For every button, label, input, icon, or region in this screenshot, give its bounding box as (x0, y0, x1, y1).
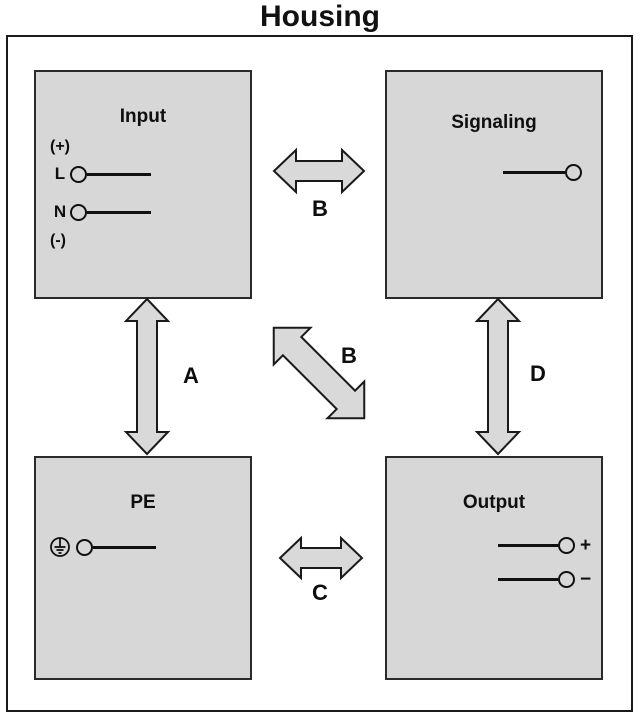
terminal-wire (503, 171, 565, 174)
block-input[interactable]: Input (+) L N (-) (34, 70, 252, 299)
terminal-label-n: N (53, 202, 67, 221)
block-output[interactable]: Output + − (385, 456, 603, 680)
terminal-row-l[interactable]: L (50, 164, 151, 184)
terminal-row-n[interactable]: N (50, 202, 151, 222)
terminal-dot-icon (558, 537, 575, 554)
terminal-dot-icon (565, 164, 582, 181)
terminal-dot-icon (558, 571, 575, 588)
terminal-wire (93, 545, 156, 549)
input-polarity-positive: (+) (50, 138, 70, 155)
terminal-row-pe[interactable] (49, 536, 156, 558)
block-signaling[interactable]: Signaling (385, 70, 603, 299)
terminal-wire (87, 210, 151, 214)
arrow-b-diagonal (272, 326, 366, 420)
arrow-label-b-diagonal: B (341, 343, 357, 368)
terminal-row-negative[interactable]: − (498, 568, 592, 590)
arrow-b-top (272, 147, 366, 195)
block-pe-label: PE (130, 492, 156, 513)
terminal-dot-icon (76, 538, 93, 556)
arrow-a-left (123, 297, 171, 456)
block-pe[interactable]: PE (34, 456, 252, 680)
arrow-label-a-left: A (183, 363, 199, 388)
page-title: Housing (260, 0, 380, 33)
protective-earth-icon (49, 536, 71, 558)
terminal-row-signal[interactable] (503, 164, 582, 181)
terminal-wire (87, 172, 151, 176)
terminal-dot-icon (70, 203, 87, 221)
terminal-label-l: L (54, 164, 66, 183)
terminal-wire (498, 544, 558, 547)
arrow-label-d-right: D (530, 361, 546, 386)
terminal-label-negative: − (580, 568, 592, 590)
arrow-label-c-bottom: C (312, 580, 328, 605)
arrow-c-bottom (278, 535, 364, 581)
block-output-label: Output (462, 492, 526, 513)
terminal-label-positive: + (580, 534, 592, 556)
input-polarity-negative: (-) (50, 232, 66, 249)
arrow-d-right (474, 297, 522, 456)
terminal-wire (498, 578, 558, 581)
block-signaling-label: Signaling (451, 112, 537, 133)
block-input-label: Input (119, 106, 167, 127)
terminal-row-positive[interactable]: + (498, 534, 592, 556)
terminal-dot-icon (70, 165, 87, 183)
arrow-label-b-top: B (312, 196, 328, 221)
